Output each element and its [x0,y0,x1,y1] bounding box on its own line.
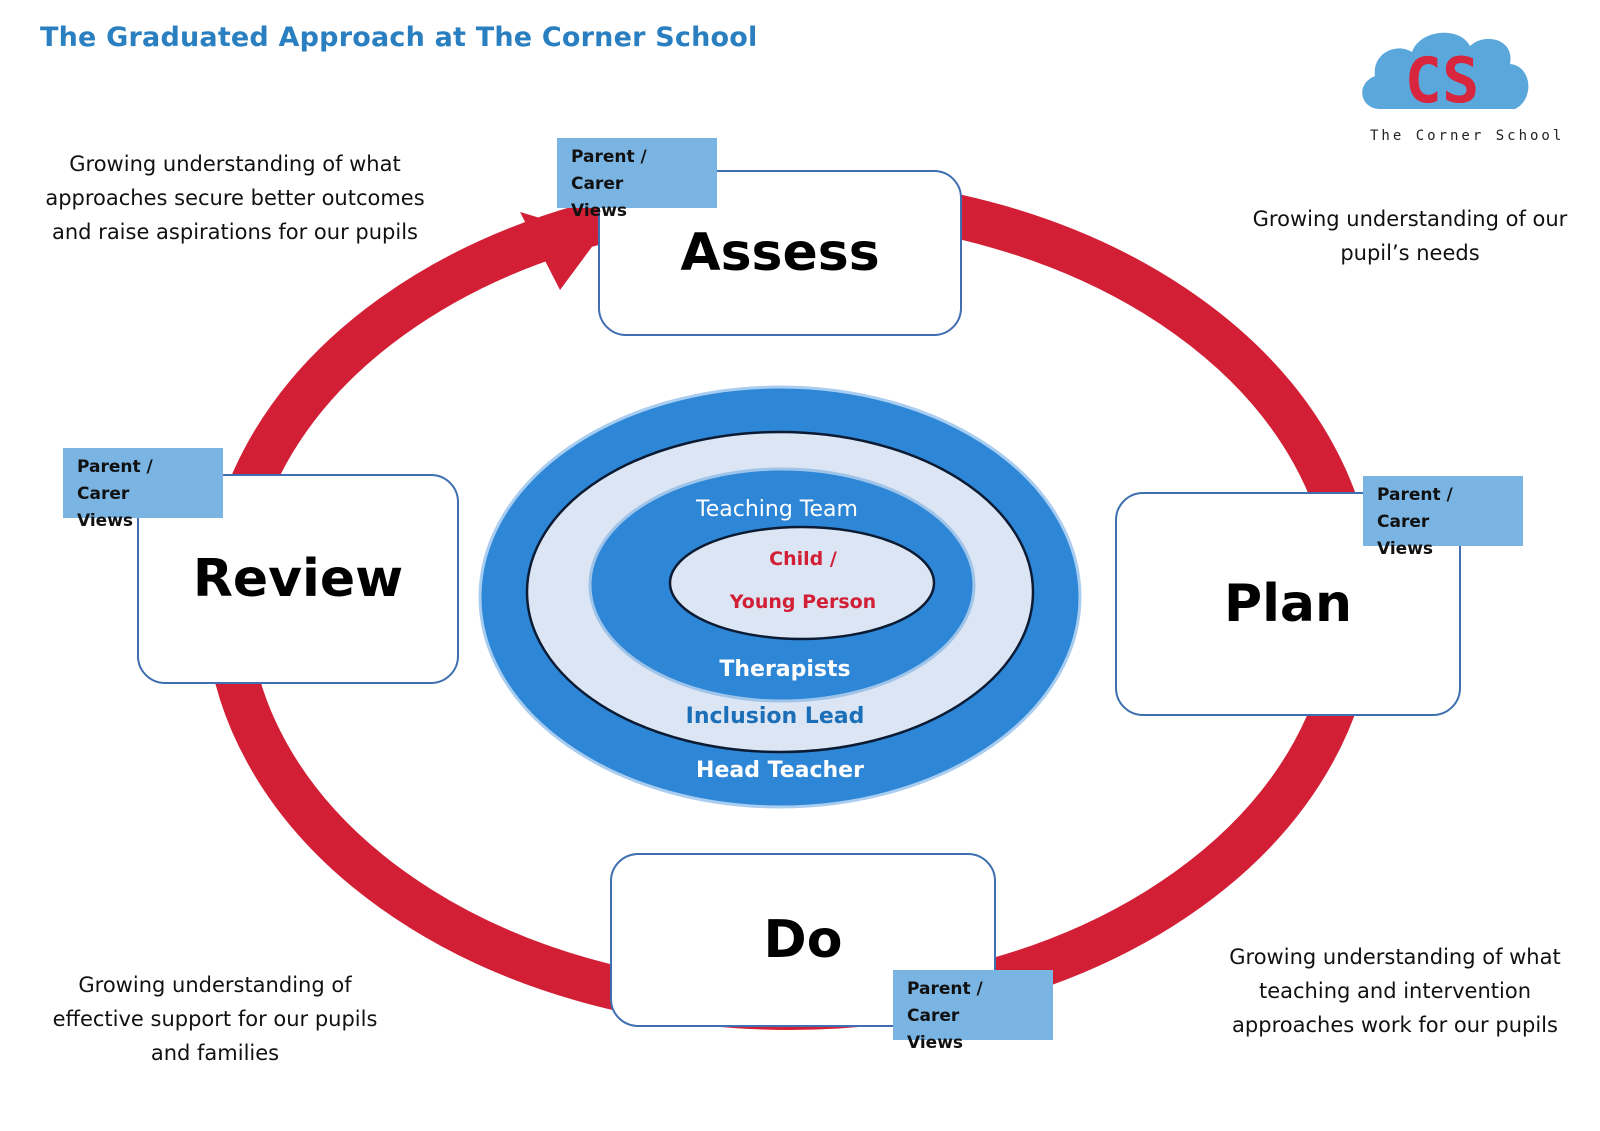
cycle-arrowhead [520,212,600,290]
ring-child [668,525,936,641]
label-young-person: Young Person [729,591,876,613]
label-therapists: Therapists [719,657,850,682]
label-inclusion-lead: Inclusion Lead [686,704,865,729]
label-child: Child / [769,548,837,570]
note-top-left: Growing understanding of what approaches… [45,152,425,244]
corner-school-logo: CS [1362,32,1529,117]
label-head-teacher: Head Teacher [696,758,864,783]
note-bottom-left: Growing understanding of effective suppo… [52,973,378,1065]
parent-carer-tag-plan: Parent / Carer Views [1363,476,1523,559]
parent-carer-tag-assess: Parent / Carer Views [557,138,717,221]
stage-assess-label: Assess [680,223,880,283]
parent-carer-tag-review: Parent / Carer Views [63,448,223,531]
stage-plan-label: Plan [1223,574,1353,634]
label-teaching-team: Teaching Team [695,497,858,522]
note-bottom-right: Growing understanding of what teaching a… [1229,945,1561,1037]
logo-school-name: The Corner School [1370,128,1565,144]
note-top-right: Growing understanding of our pupil’s nee… [1252,207,1568,265]
page-title: The Graduated Approach at The Corner Sch… [40,22,758,53]
parent-carer-tag-do: Parent / Carer Views [893,970,1053,1053]
stage-review-label: Review [192,549,404,609]
svg-text:CS: CS [1405,44,1480,117]
stage-do-label: Do [763,910,843,970]
